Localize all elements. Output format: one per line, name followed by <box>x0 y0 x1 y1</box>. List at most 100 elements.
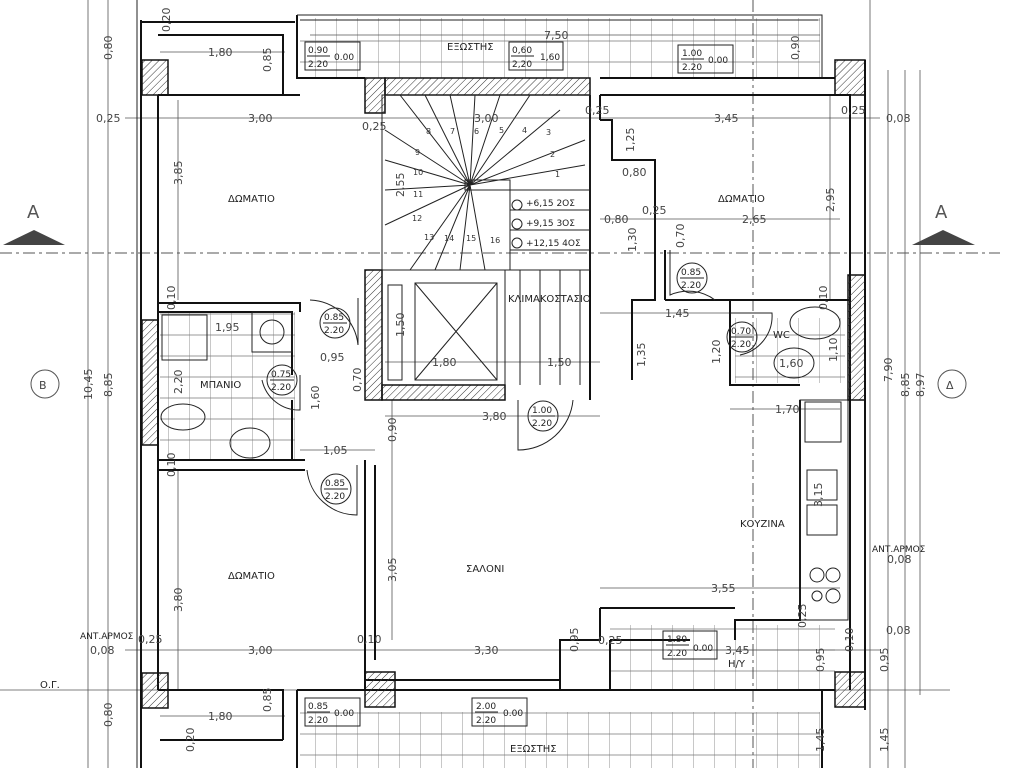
room-label: ΜΠΑΝΙΟ <box>200 380 241 391</box>
svg-text:12: 12 <box>412 214 422 223</box>
opening-tag: 0.85 2.20 0.00 <box>304 697 361 727</box>
svg-text:0.90: 0.90 <box>308 46 328 56</box>
svg-text:1,30: 1,30 <box>626 228 639 253</box>
washing-machine <box>259 319 285 345</box>
room-labels: ΔΩΜΑΤΙΟ ΔΩΜΑΤΙΟ ΔΩΜΑΤΙΟ ΜΠΑΝΙΟ ΚΛΙΜΑΚΟΣΤ… <box>200 42 790 755</box>
svg-text:3: 3 <box>546 128 551 137</box>
svg-text:3,80: 3,80 <box>482 410 507 423</box>
svg-text:3,55: 3,55 <box>711 582 736 595</box>
dimension-values: 1,80 0,25 3,00 0,25 3,00 0,25 3,45 0,25 … <box>90 29 912 723</box>
svg-text:7,90: 7,90 <box>882 358 895 383</box>
svg-text:1,25: 1,25 <box>624 128 637 153</box>
svg-text:1,45: 1,45 <box>878 728 891 753</box>
shower-tray <box>161 314 208 361</box>
svg-text:7: 7 <box>450 127 455 136</box>
svg-text:2,95: 2,95 <box>824 188 837 213</box>
svg-text:0,70: 0,70 <box>351 368 364 393</box>
svg-text:0,10: 0,10 <box>817 286 830 311</box>
svg-text:14: 14 <box>444 234 454 243</box>
svg-text:3,00: 3,00 <box>248 112 273 125</box>
svg-text:0,95: 0,95 <box>568 628 581 653</box>
svg-text:1,50: 1,50 <box>547 356 572 369</box>
opening-tag: 0.90 2.20 0.00 <box>304 41 361 71</box>
door-tag: 0.85 2.20 <box>676 262 708 294</box>
svg-text:1,20: 1,20 <box>710 340 723 365</box>
svg-text:0,08: 0,08 <box>886 112 911 125</box>
section-marker-left: A <box>3 202 65 245</box>
svg-text:0.85: 0.85 <box>681 268 701 278</box>
door-tag: 0.70 2.20 <box>726 321 758 353</box>
room-label: ΣΑΛΟΝΙ <box>466 564 504 575</box>
svg-text:8: 8 <box>426 127 431 136</box>
room-label: ΔΩΜΑΤΙΟ <box>228 194 275 205</box>
opening-tag: 1.00 2.20 0.00 <box>677 44 734 74</box>
svg-text:8,97: 8,97 <box>914 373 927 398</box>
svg-text:2,55: 2,55 <box>394 173 407 198</box>
svg-text:1,10: 1,10 <box>827 338 840 363</box>
svg-text:0.00: 0.00 <box>334 709 354 719</box>
svg-text:3,45: 3,45 <box>725 644 750 657</box>
svg-text:1,50: 1,50 <box>394 313 407 338</box>
svg-text:2,20: 2,20 <box>512 60 532 70</box>
svg-text:0,10: 0,10 <box>165 286 178 311</box>
toilet <box>160 403 206 431</box>
svg-text:1.00: 1.00 <box>682 49 702 59</box>
svg-text:0.00: 0.00 <box>693 644 713 654</box>
wc-sink <box>773 347 815 379</box>
structural-columns <box>141 59 866 709</box>
room-label: WC <box>773 330 790 341</box>
section-marker-right: A <box>912 202 975 245</box>
dimension-values-vertical: 0,80 0,20 0,85 3,85 2,55 1,25 2,95 1,30 … <box>82 8 927 753</box>
svg-text:1,80: 1,80 <box>208 710 233 723</box>
svg-text:2.20: 2.20 <box>667 649 687 659</box>
svg-text:6: 6 <box>474 127 479 136</box>
svg-text:0,20: 0,20 <box>184 728 197 753</box>
joint-label: ΑΝΤ.ΑΡΜΟΣ <box>872 545 926 555</box>
room-label: ΕΞΩΣΤΗΣ <box>447 42 494 53</box>
svg-text:0,70: 0,70 <box>674 224 687 249</box>
svg-text:0,95: 0,95 <box>878 648 891 673</box>
svg-text:1,80: 1,80 <box>432 356 457 369</box>
svg-text:0,90: 0,90 <box>789 36 802 61</box>
svg-text:Δ: Δ <box>946 379 954 392</box>
tiled-floors <box>160 18 845 768</box>
svg-text:3,80: 3,80 <box>172 588 185 613</box>
svg-text:2.20: 2.20 <box>731 340 751 350</box>
svg-text:0,25: 0,25 <box>362 120 387 133</box>
svg-text:0,85: 0,85 <box>261 688 274 713</box>
svg-text:1,35: 1,35 <box>635 343 648 368</box>
svg-text:0,08: 0,08 <box>887 553 912 566</box>
opening-tag: 2.00 2.20 0.00 <box>471 697 528 727</box>
joint-label: ΑΝΤ.ΑΡΜΟΣ <box>80 632 134 642</box>
room-label: ΔΩΜΑΤΙΟ <box>718 194 765 205</box>
svg-text:0.00: 0.00 <box>334 53 354 63</box>
svg-text:1,60: 1,60 <box>779 357 804 370</box>
svg-text:0,95: 0,95 <box>320 351 345 364</box>
svg-text:3,00: 3,00 <box>474 112 499 125</box>
svg-text:3,05: 3,05 <box>386 558 399 583</box>
svg-text:1,60: 1,60 <box>540 53 560 63</box>
room-label: ΕΞΩΣΤΗΣ <box>510 744 557 755</box>
room-label: ΔΩΜΑΤΙΟ <box>228 571 275 582</box>
svg-text:2,65: 2,65 <box>742 213 767 226</box>
svg-text:0,80: 0,80 <box>102 36 115 61</box>
svg-text:0,85: 0,85 <box>261 48 274 73</box>
door-swings <box>261 250 773 516</box>
svg-text:15: 15 <box>466 234 476 243</box>
svg-text:0,80: 0,80 <box>102 703 115 728</box>
svg-text:B: B <box>39 379 47 392</box>
door-tag: 1.00 2.20 <box>527 400 559 432</box>
opening-tag: 1.80 2.20 0.00 <box>662 630 718 660</box>
door-tag: 0.85 2.20 <box>319 307 351 339</box>
svg-text:0.00: 0.00 <box>503 709 523 719</box>
room-label: ΚΛΙΜΑΚΟΣΤΑΣΙΟ <box>508 294 591 305</box>
svg-text:1.00: 1.00 <box>532 406 552 416</box>
svg-text:4: 4 <box>522 126 527 135</box>
svg-text:1,80: 1,80 <box>208 46 233 59</box>
door-tag: 0.85 2.20 <box>320 473 352 505</box>
svg-text:10: 10 <box>413 168 423 177</box>
svg-text:1,45: 1,45 <box>814 728 827 753</box>
svg-text:3,15: 3,15 <box>812 483 825 508</box>
svg-text:0.75: 0.75 <box>271 370 291 380</box>
